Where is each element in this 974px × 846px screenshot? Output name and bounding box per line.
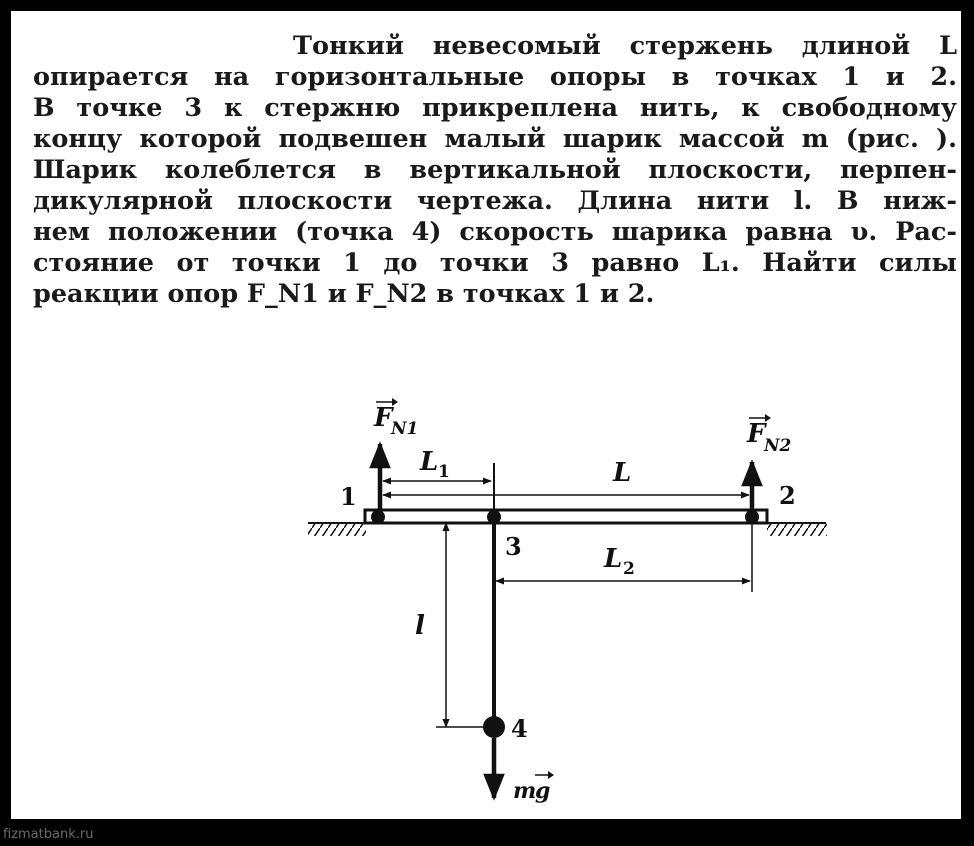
svg-text:N1: N1 xyxy=(390,419,418,439)
problem-line: нем положении (точка 4) скорость шарика … xyxy=(33,217,957,247)
watermark: fizmatbank.ru xyxy=(3,827,94,842)
svg-text:1: 1 xyxy=(438,462,450,482)
svg-text:L: L xyxy=(603,544,622,574)
joint-3 xyxy=(487,510,501,524)
problem-line: опирается на горизонтальные опоры в точк… xyxy=(33,62,957,92)
point-2-label: 2 xyxy=(779,481,796,510)
problem-line: стояние от точки 1 до точки 3 равно L₁. … xyxy=(33,248,957,278)
svg-text:g: g xyxy=(535,778,550,804)
problem-line: реакции опор F_N1 и F_N2 в точках 1 и 2. xyxy=(33,279,655,309)
point-3-label: 3 xyxy=(505,532,522,561)
problem-line: Тонкий невесомый стержень длиной L xyxy=(293,31,957,61)
problem-line: концу которой подвешен малый шарик массо… xyxy=(33,124,957,154)
joint-2 xyxy=(745,510,759,524)
force-n1-label: F N1 xyxy=(373,398,418,439)
rod xyxy=(363,508,769,525)
dimension-l-total-label: L xyxy=(612,458,631,488)
problem-text: Тонкий невесомый стержень длиной L опира… xyxy=(33,31,957,310)
problem-line: В точке 3 к стержню прикреплена нить, к … xyxy=(33,93,957,123)
dimension-l2-label: L 2 xyxy=(603,544,635,579)
dimension-l1-label: L 1 xyxy=(419,447,450,482)
svg-text:F: F xyxy=(373,403,394,433)
point-1-label: 1 xyxy=(340,482,357,511)
page: Тонкий невесомый стержень длиной L опира… xyxy=(11,11,961,819)
svg-text:m: m xyxy=(513,778,536,804)
force-n2-label: F N2 xyxy=(746,414,792,456)
support-2 xyxy=(767,522,827,536)
svg-text:2: 2 xyxy=(623,559,635,579)
ball xyxy=(483,716,505,738)
problem-line: дикулярной плоскости чертежа. Длина нити… xyxy=(33,186,957,216)
svg-text:F: F xyxy=(746,419,767,449)
problem-line: Шарик колеблется в вертикальной плоскост… xyxy=(33,155,957,185)
gravity-label: m g xyxy=(513,771,554,804)
dimension-thread-label: l xyxy=(415,611,425,641)
svg-text:N2: N2 xyxy=(763,436,792,456)
point-4-label: 4 xyxy=(511,714,528,743)
support-1 xyxy=(308,522,366,536)
joint-1 xyxy=(371,510,385,524)
svg-text:L: L xyxy=(419,447,438,477)
